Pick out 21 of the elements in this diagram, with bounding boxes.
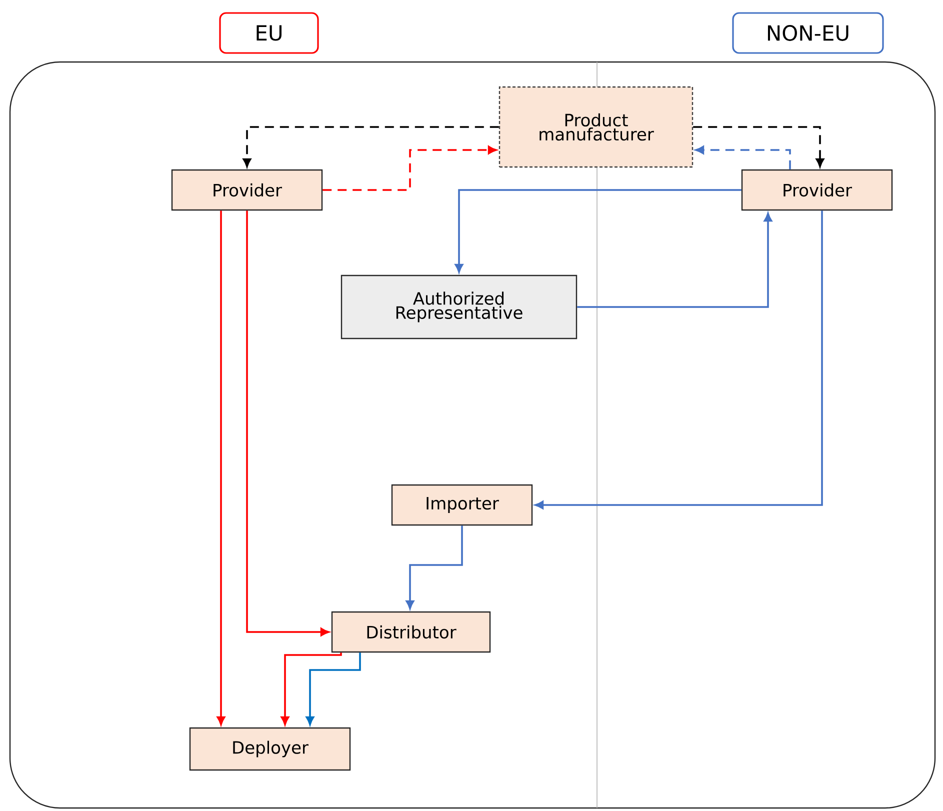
- arrow: [322, 146, 497, 191]
- arrow: [246, 210, 330, 636]
- process-box: Importer: [391, 484, 533, 526]
- arrow: [693, 126, 824, 168]
- process-box: Provider: [741, 169, 893, 211]
- region-label: EU: [219, 12, 319, 54]
- process-box: Authorized Representative: [340, 274, 578, 340]
- arrow: [280, 652, 342, 726]
- arrow: [406, 526, 463, 610]
- arrow: [695, 146, 791, 170]
- process-box: Provider: [171, 169, 323, 211]
- arrow: [534, 210, 823, 510]
- region-label: NON-EU: [732, 12, 884, 54]
- arrow: [577, 212, 772, 308]
- process-box: Distributor: [331, 611, 491, 653]
- process-box: Product manufacturer: [498, 86, 694, 168]
- arrow: [216, 210, 226, 726]
- arrow: [306, 652, 361, 726]
- arrow: [242, 126, 499, 168]
- process-box: Deployer: [189, 727, 351, 771]
- arrow: [454, 189, 742, 273]
